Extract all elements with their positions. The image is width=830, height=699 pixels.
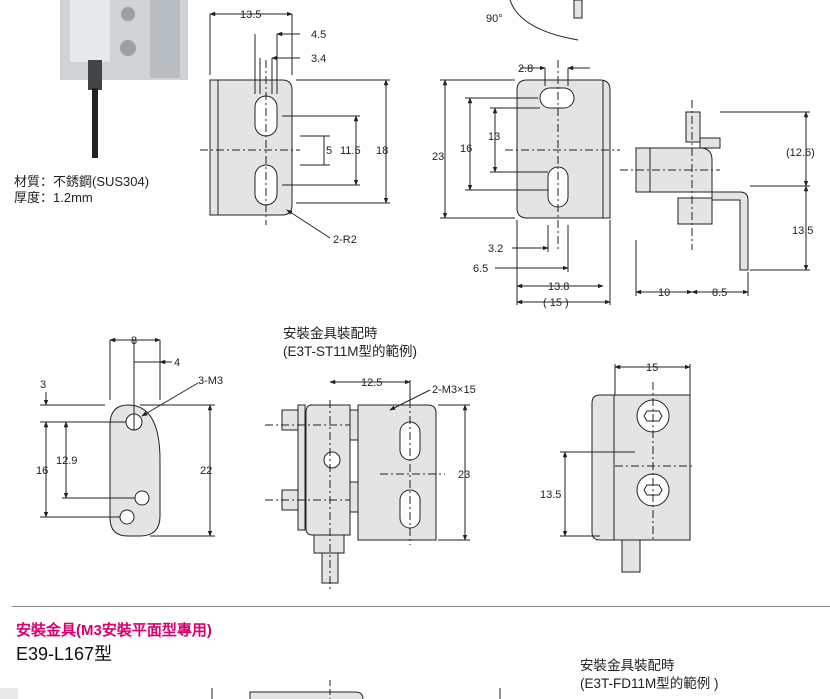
dim-side-15: ( 15 ) xyxy=(543,297,569,309)
example1-title: 安裝金具裝配時 xyxy=(283,326,378,341)
dim-plate-12-9: 12.9 xyxy=(56,455,77,467)
angle-arc xyxy=(509,0,583,41)
assembly-example-1 xyxy=(265,379,470,590)
dim-plate-m3: 3-M3 xyxy=(198,375,223,387)
dim-ex1r-15: 15 xyxy=(646,362,658,374)
bracket-front-view xyxy=(200,11,390,239)
example2-title: 安裝金具裝配時 xyxy=(580,658,675,673)
sensor-photo xyxy=(60,0,188,158)
dim-side-23: 23 xyxy=(432,151,444,163)
example2-subtitle: (E3T-FD11M型的範例 ) xyxy=(580,676,719,691)
dim-side-16: 16 xyxy=(460,143,472,155)
dim-front-pitch: 11.5 xyxy=(340,145,361,157)
dim-right-10: 10 xyxy=(658,287,670,299)
dim-front-width: 13.5 xyxy=(240,9,261,21)
section-title: 安裝金具(M3安裝平面型專用) xyxy=(16,622,212,639)
dim-front-radius: 2-R2 xyxy=(333,234,357,246)
dim-plate-4: 4 xyxy=(174,357,180,369)
bottom-partial-drawing xyxy=(0,680,501,699)
dim-ex1r-13-5: 13.5 xyxy=(540,489,561,501)
example1-subtitle: (E3T-ST11M型的範例) xyxy=(283,344,418,359)
dim-front-slot-inner: 3.4 xyxy=(311,53,326,65)
thickness-spec: 厚度：1.2mm xyxy=(14,190,93,205)
section-divider xyxy=(12,606,830,607)
dim-plate-16: 16 xyxy=(36,465,48,477)
dim-ex1-12-5: 12.5 xyxy=(361,377,382,389)
mounting-plate xyxy=(40,337,215,537)
dim-side-13: 13 xyxy=(488,131,500,143)
dim-ex1-screw: 2-M3×15 xyxy=(432,384,476,396)
dim-side-slot: 2.8 xyxy=(518,63,533,75)
dim-plate-3: 3 xyxy=(40,379,46,391)
dim-right-13-5: 13.5 xyxy=(792,225,813,237)
model-number: E39-L167型 xyxy=(16,644,113,664)
dim-plate-22: 22 xyxy=(200,465,212,477)
dim-right-12-6: (12.6) xyxy=(786,147,815,159)
material-spec: 材質：不銹鋼(SUS304) xyxy=(14,174,150,189)
dim-side-13-8: 13.8 xyxy=(548,281,569,293)
bracket-side-view xyxy=(440,60,620,305)
dim-front-height: 18 xyxy=(376,145,388,157)
dim-side-3-2: 3.2 xyxy=(488,243,503,255)
dim-side-6-5: 6.5 xyxy=(473,263,488,275)
dim-front-gap: 5 xyxy=(326,145,332,157)
dim-right-8-5: 8.5 xyxy=(712,287,727,299)
dim-ex1-23: 23 xyxy=(458,469,470,481)
bracket-right-view xyxy=(620,100,810,296)
dim-angle: 90° xyxy=(486,13,503,25)
dim-plate-8: 8 xyxy=(131,335,137,347)
sensor-front-view xyxy=(560,364,695,573)
dim-front-slot-width: 4.5 xyxy=(311,29,326,41)
